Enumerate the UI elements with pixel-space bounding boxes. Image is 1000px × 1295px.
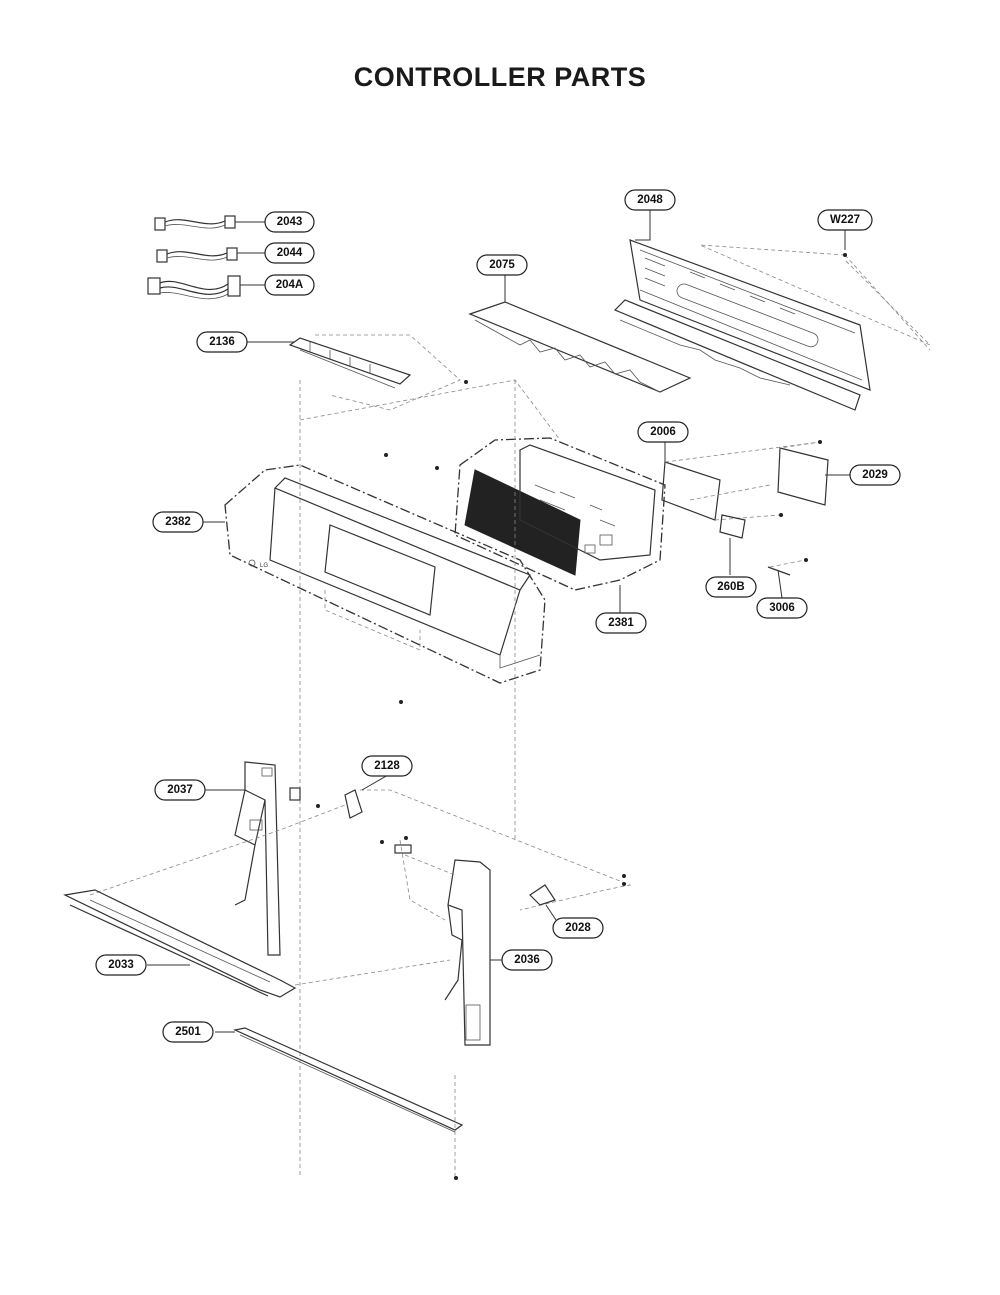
plate-260B [719, 514, 746, 539]
clip-2036 [380, 836, 412, 854]
callout-label: 204A [276, 279, 304, 291]
bracket-2028 [529, 884, 556, 906]
callout-260B: 260B [705, 576, 757, 598]
screw-guide-w227b [844, 254, 931, 351]
guide-frame-left [89, 804, 346, 896]
bracket-2136 [288, 337, 412, 389]
callout-W227: W227 [817, 209, 873, 231]
screw-2028-b [622, 882, 626, 886]
callout-label: 2033 [108, 959, 134, 971]
callout-label: 2006 [650, 426, 676, 438]
leader-2128 [361, 774, 389, 791]
wire-harness-2043 [154, 215, 236, 231]
callout-2033: 2033 [95, 954, 147, 976]
callout-label: 2029 [862, 469, 888, 481]
callout-label: 2037 [167, 784, 193, 796]
leader-2028 [545, 904, 557, 921]
callout-label: 3006 [769, 602, 795, 614]
guide-3006 [769, 559, 806, 568]
screw-2382-c [399, 700, 403, 704]
screw-w227 [843, 253, 847, 257]
callout-label: 2048 [637, 194, 663, 206]
lg-logo-mark: LG [260, 563, 268, 569]
callout-2382: 2382 [152, 511, 204, 533]
callout-2075: 2075 [476, 254, 528, 276]
guide-2136 [315, 334, 461, 411]
callout-2036: 2036 [501, 949, 553, 971]
side-bracket-2036 [399, 839, 491, 1046]
clip-2037 [289, 787, 320, 808]
wire-harness-204A [147, 275, 241, 300]
screw-3006 [804, 558, 808, 562]
callout-2006: 2006 [637, 421, 689, 443]
callout-label: 2136 [209, 336, 235, 348]
callout-label: 260B [717, 581, 745, 593]
display-module-2381 [454, 437, 666, 591]
control-panel-2382: LG [224, 464, 546, 684]
callout-3006: 3006 [756, 597, 808, 619]
callout-label: 2036 [514, 954, 540, 966]
screw-2382-a [384, 453, 388, 457]
callout-label: 2075 [489, 259, 515, 271]
callout-label: 2044 [277, 247, 303, 259]
callout-label: 2128 [374, 760, 400, 772]
callout-label: 2501 [175, 1026, 201, 1038]
wire-harness-2044 [156, 247, 238, 263]
callout-2136: 2136 [196, 331, 248, 353]
leader-2048 [635, 210, 651, 241]
screw-2029 [818, 440, 822, 444]
callout-label: 2381 [608, 617, 634, 629]
callout-label: W227 [830, 214, 860, 226]
cover-2006 [661, 461, 721, 521]
callout-2028: 2028 [552, 917, 604, 939]
callout-2043: 2043 [264, 211, 315, 233]
strip-2501 [233, 1027, 464, 1133]
screw-2136 [464, 380, 468, 384]
screw-guide-w227 [699, 244, 931, 346]
rail-2033 [63, 889, 297, 998]
callout-label: 2028 [565, 922, 591, 934]
side-bracket-2037 [234, 761, 281, 956]
callout-label: 2382 [165, 516, 191, 528]
guide-frame-bottom [294, 959, 451, 986]
screw-2006 [779, 513, 783, 517]
screw-2028-a [622, 874, 626, 878]
bracket-2075 [468, 301, 692, 393]
screw-2382-b [435, 466, 439, 470]
callout-2501: 2501 [162, 1021, 214, 1043]
rear-panel-2048 [613, 239, 871, 411]
callout-204A: 204A [264, 274, 315, 296]
callout-2381: 2381 [595, 612, 647, 634]
callout-2048: 2048 [624, 189, 676, 211]
callout-2044: 2044 [264, 242, 315, 264]
guide-2006 [689, 484, 781, 521]
spring-3006 [767, 566, 791, 576]
page-title: CONTROLLER PARTS [353, 62, 647, 92]
leader-3006 [777, 569, 783, 599]
callout-2128: 2128 [361, 755, 413, 777]
guide-top-link [299, 379, 561, 441]
screw-bottom [454, 1176, 458, 1180]
clip-2128 [344, 789, 363, 819]
guide-frame-right [360, 789, 632, 911]
callout-2029: 2029 [849, 464, 901, 486]
callout-label: 2043 [277, 216, 303, 228]
bracket-2029 [777, 447, 829, 506]
callout-2037: 2037 [154, 779, 206, 801]
